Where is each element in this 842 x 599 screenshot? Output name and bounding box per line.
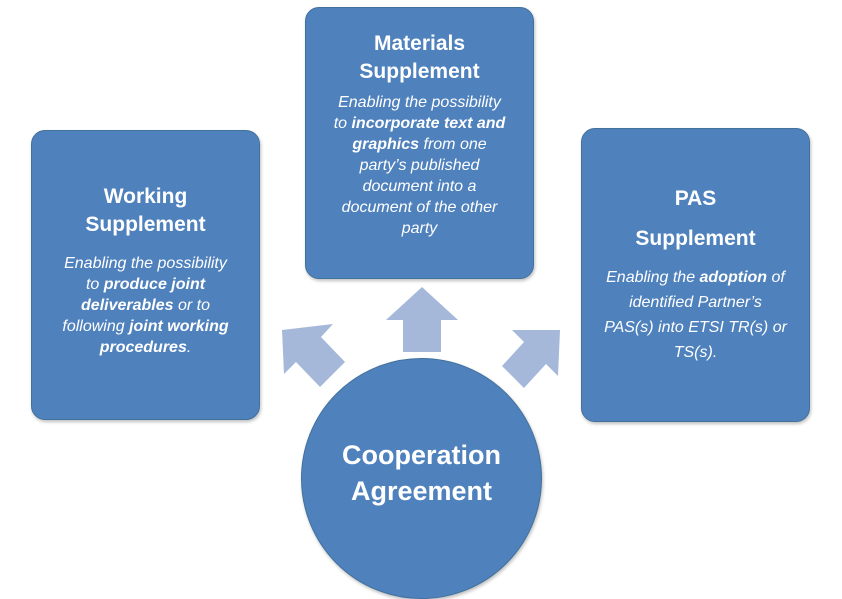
working-desc-bold: deliverables (81, 297, 174, 314)
working-description: Enabling the possibility to produce join… (40, 253, 251, 358)
materials-description: Enabling the possibility to incorporate … (314, 92, 525, 239)
working-desc-line5: procedures. (40, 337, 251, 358)
working-title-line1: Working (103, 185, 188, 208)
working-desc-bold: procedures (99, 339, 187, 356)
materials-desc-line1: Enabling the possibility (338, 94, 501, 111)
working-desc-bold: joint working (129, 318, 229, 335)
materials-desc-line6: document of the other (341, 199, 498, 216)
pas-supplement-box: PAS Supplement Enabling the adoption of … (581, 128, 810, 422)
pas-desc-bold: adoption (699, 269, 768, 286)
materials-title: Materials Supplement (314, 30, 525, 86)
pas-desc-line4: TS(s). (673, 344, 718, 361)
materials-desc-line7: party (401, 220, 438, 237)
working-desc-text: . (186, 339, 192, 356)
materials-desc-line2: to incorporate text and (314, 113, 525, 134)
pas-desc-line3: PAS(s) into ETSI TR(s) or (604, 319, 787, 336)
working-title-line2: Supplement (85, 213, 206, 236)
materials-title-line1: Materials (373, 32, 466, 55)
working-desc-text: to (85, 276, 104, 293)
materials-desc-line5: document into a (362, 178, 477, 195)
pas-desc-text: of (767, 269, 785, 286)
working-title: Working Supplement (40, 183, 251, 239)
working-desc-text: following (62, 318, 130, 335)
cooperation-agreement-label: Cooperation Agreement (302, 437, 541, 509)
working-supplement-box: Working Supplement Enabling the possibil… (31, 130, 260, 420)
arrow-up-left (282, 324, 345, 387)
working-desc-line1: Enabling the possibility (64, 255, 227, 272)
arrow-up (386, 287, 458, 352)
pas-desc-line2: identified Partner’s (629, 294, 762, 311)
materials-desc-line4: party’s published (359, 157, 480, 174)
pas-title-line1: PAS (674, 187, 717, 210)
materials-desc-text: to (333, 115, 352, 132)
working-desc-bold: produce joint (103, 276, 206, 293)
working-desc-text: or to (173, 297, 210, 314)
working-desc-line3: deliverables or to (40, 295, 251, 316)
materials-desc-bold: graphics (352, 136, 420, 153)
center-label-line2: Agreement (350, 476, 493, 506)
pas-desc-line1: Enabling the adoption of (590, 265, 801, 290)
materials-desc-bold: incorporate text and (351, 115, 506, 132)
pas-desc-text: Enabling the (606, 269, 700, 286)
materials-title-line2: Supplement (359, 60, 480, 83)
pas-description: Enabling the adoption of identified Part… (590, 265, 801, 365)
materials-desc-line3: graphics from one (314, 134, 525, 155)
materials-supplement-box: Materials Supplement Enabling the possib… (305, 7, 534, 279)
cooperation-agreement-circle: Cooperation Agreement (301, 358, 542, 599)
working-desc-line2: to produce joint (40, 274, 251, 295)
materials-desc-text: from one (419, 136, 487, 153)
pas-title-line2: Supplement (635, 227, 756, 250)
center-label-line1: Cooperation (342, 440, 501, 470)
working-desc-line4: following joint working (40, 316, 251, 337)
arrow-up-right (502, 330, 560, 388)
